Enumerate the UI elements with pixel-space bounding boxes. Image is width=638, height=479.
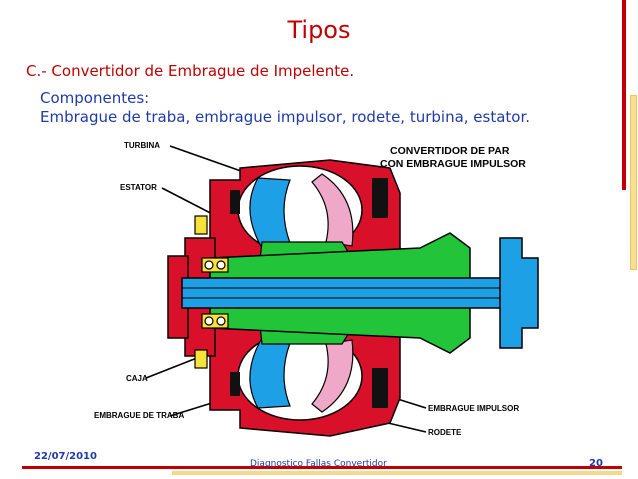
label-rodete: RODETE	[428, 428, 462, 437]
slide-subtitle: C.- Convertidor de Embrague de Impelente…	[26, 62, 355, 80]
diagram-heading-line2: CON EMBRAGUE IMPULSOR	[380, 158, 526, 170]
footer-page-number: 20	[589, 458, 603, 469]
components-list: Embrague de traba, embrague impulsor, ro…	[40, 108, 531, 126]
clutch-plates	[230, 178, 388, 408]
right-accent-bar-light	[630, 95, 637, 270]
label-estator: ESTATOR	[120, 183, 157, 192]
footer-date: 22/07/2010	[34, 451, 97, 462]
label-turbina: TURBINA	[124, 141, 160, 150]
torque-converter-diagram: CONVERTIDOR DE PAR CON EMBRAGUE IMPULSOR…	[94, 141, 539, 437]
footer-rule-light	[172, 471, 622, 475]
bearings	[194, 215, 229, 369]
slide-title: Tipos	[287, 16, 351, 44]
footer-rule	[22, 466, 622, 469]
label-embrague-traba: EMBRAGUE DE TRABA	[94, 411, 184, 420]
right-accent-bar	[622, 0, 626, 190]
footer-presentation-title: Diagnostico Fallas Convertidor	[250, 459, 387, 469]
shaft	[181, 237, 539, 349]
torus-upper	[237, 165, 363, 261]
label-caja: CAJA	[126, 374, 148, 383]
diagram-heading-line1: CONVERTIDOR DE PAR	[390, 145, 510, 157]
components-heading: Componentes:	[40, 89, 150, 107]
label-embrague-impulsor: EMBRAGUE IMPULSOR	[428, 404, 519, 413]
